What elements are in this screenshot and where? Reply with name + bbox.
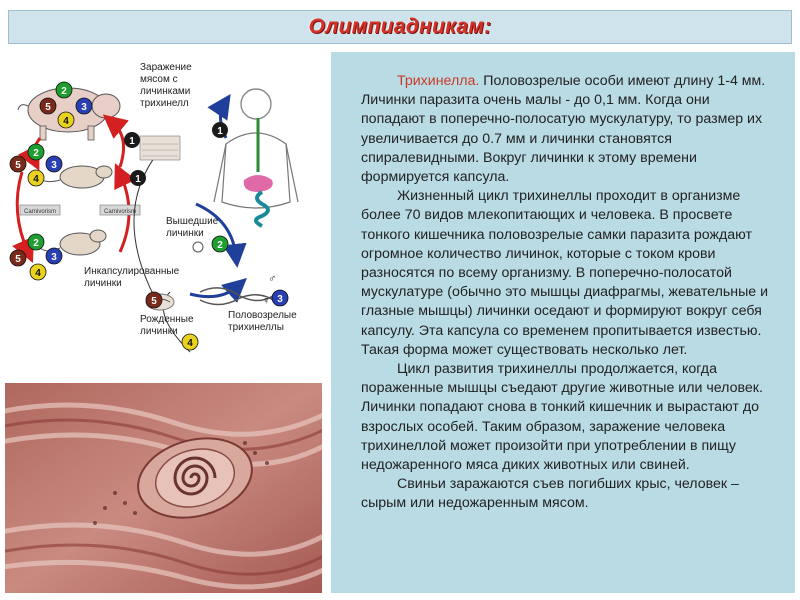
stage-1-a: 1 xyxy=(129,136,135,147)
page-title: Олимпиадникам: xyxy=(308,15,492,38)
adult-label-2: трихинеллы xyxy=(228,322,284,333)
infection-label-4: трихинелл xyxy=(140,98,189,109)
rat-icon-2 xyxy=(39,229,107,256)
stage-3-pig: 3 xyxy=(81,102,87,113)
trichinella-cyst-micrograph-icon xyxy=(5,383,322,593)
life-cycle-svg: Carnivorism Carnivorism З xyxy=(9,62,299,353)
stage-5-encapsulated: 5 xyxy=(151,296,157,307)
stage-3-adult: 3 xyxy=(277,294,283,305)
stage-5-pig: 5 xyxy=(45,102,51,113)
infection-label-1: Заражение xyxy=(140,62,192,73)
stage-1-c: 1 xyxy=(217,126,223,137)
born-label-2: личинки xyxy=(140,326,178,337)
stage-2-rat2: 2 xyxy=(33,238,39,249)
encapsulated-label-2: личинки xyxy=(84,278,122,289)
text-panel: Трихинелла. Половозрелые особи имеют дли… xyxy=(331,52,795,593)
paragraph-4: Свиньи заражаются съев погибших крыс, че… xyxy=(361,476,739,512)
human-figure-icon xyxy=(213,88,299,228)
born-label-1: Рожденные xyxy=(140,314,194,325)
female-symbol: ♀ xyxy=(262,295,270,307)
stage-2-emerged: 2 xyxy=(217,240,223,251)
stage-4-born: 4 xyxy=(187,338,193,349)
trichinella-cyst-photo xyxy=(5,383,322,593)
rat-icon-1 xyxy=(37,165,113,189)
encapsulated-label-1: Инкапсулированные xyxy=(84,266,180,277)
infection-label-3: личинками xyxy=(140,86,190,97)
carnivorism-label-2: Carnivorism xyxy=(104,209,136,215)
text-body: Трихинелла. Половозрелые особи имеют дли… xyxy=(361,72,773,514)
stage-2-pig: 2 xyxy=(61,86,67,97)
paragraph-1-text: Половозрелые особи имеют длину 1-4 мм. Л… xyxy=(361,73,766,186)
stage-4-pig: 4 xyxy=(63,116,69,127)
infection-label-2: мясом с xyxy=(140,74,178,85)
title-bar: Олимпиадникам: xyxy=(8,10,792,44)
stage-3-rat1: 3 xyxy=(51,160,57,171)
stage-3-rat2: 3 xyxy=(51,252,57,263)
stage-5-rat1: 5 xyxy=(15,160,21,171)
stage-1-b: 1 xyxy=(135,174,141,185)
stage-5-rat2: 5 xyxy=(15,254,21,265)
emerged-label-2: личинки xyxy=(166,228,204,239)
stage-4-rat1: 4 xyxy=(33,174,39,185)
life-cycle-diagram: Carnivorism Carnivorism З xyxy=(0,52,330,372)
stage-4-rat2: 4 xyxy=(35,268,41,279)
emerged-label-1: Вышедшие xyxy=(166,216,219,227)
paragraph-1: Трихинелла. Половозрелые особи имеют дли… xyxy=(361,72,773,187)
carnivorism-label-1: Carnivorism xyxy=(24,209,56,215)
stage-2-rat1: 2 xyxy=(33,148,39,159)
male-symbol: ♂ xyxy=(268,273,276,285)
adult-label-1: Половозрелые xyxy=(228,310,297,321)
paragraph-2: Жизненный цикл трихинеллы проходит в орг… xyxy=(361,188,769,358)
trichinella-term: Трихинелла. xyxy=(397,73,480,89)
paragraph-3: Цикл развития трихинеллы продолжается, к… xyxy=(361,361,763,474)
